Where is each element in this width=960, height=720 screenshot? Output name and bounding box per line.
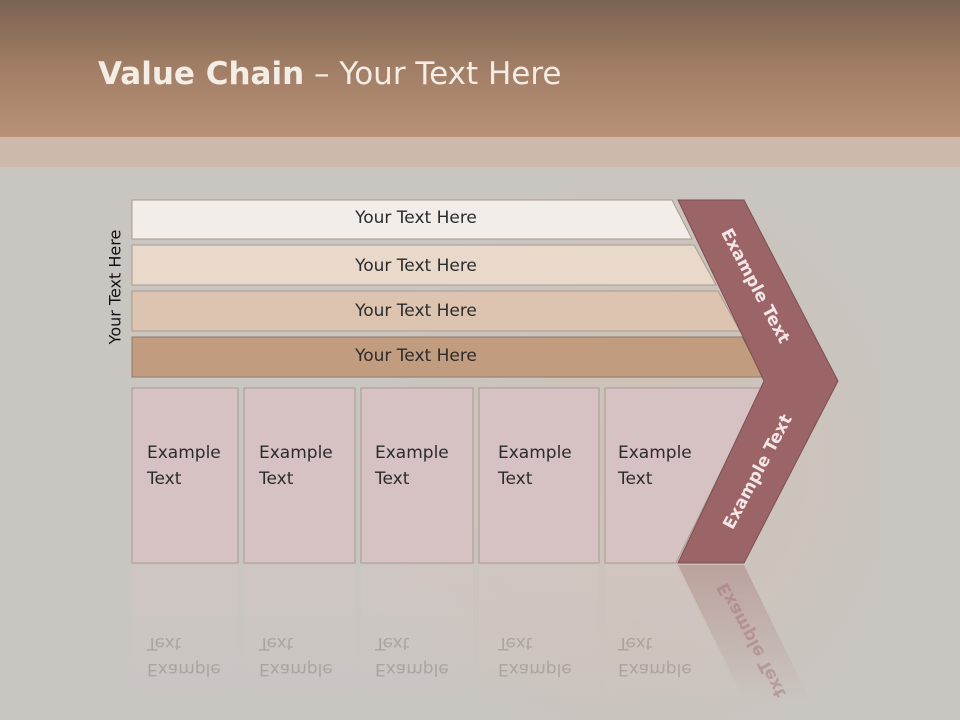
primary-box-5 bbox=[604, 387, 763, 564]
support-bar-1 bbox=[131, 199, 693, 240]
title-rest: – Your Text Here bbox=[304, 56, 562, 92]
reflection-box-2 bbox=[244, 565, 355, 705]
primary-box-2 bbox=[243, 387, 356, 564]
reflection-box-1 bbox=[132, 565, 238, 705]
slide-header bbox=[0, 0, 960, 137]
slide-title: Value Chain – Your Text Here bbox=[98, 56, 561, 92]
primary-box-1 bbox=[131, 387, 239, 564]
support-bar-2-label: Your Text Here bbox=[355, 256, 477, 276]
primary-box-4 bbox=[478, 387, 600, 564]
reflection-box-5 bbox=[605, 565, 740, 700]
reflection-chevron bbox=[678, 565, 810, 700]
support-bar-2 bbox=[131, 244, 717, 286]
title-bold: Value Chain bbox=[98, 56, 305, 92]
margin-chevron bbox=[677, 199, 839, 564]
reflection-box-4 bbox=[479, 565, 599, 705]
support-bar-1-label: Your Text Here bbox=[355, 208, 477, 228]
header-band bbox=[0, 137, 960, 167]
support-bar-3-label: Your Text Here bbox=[355, 301, 477, 321]
reflection-box-3 bbox=[361, 565, 473, 705]
support-bar-4-label: Your Text Here bbox=[355, 346, 477, 366]
primary-box-3 bbox=[360, 387, 474, 564]
